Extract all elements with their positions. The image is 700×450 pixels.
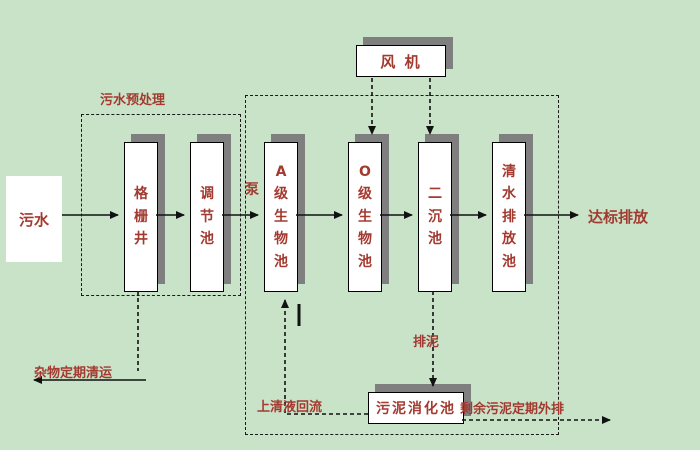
standard-discharge-label: 达标排放 xyxy=(588,208,649,226)
secondary-sedimentation-label: 二沉池 xyxy=(428,186,442,248)
debris-removal-label: 杂物定期清运 xyxy=(34,366,113,381)
sludge-out-label: 排泥 xyxy=(413,335,440,350)
pretreatment-dashed-region xyxy=(81,114,241,296)
regulation-tank: 调节池 xyxy=(190,142,224,292)
excess-sludge-label: 剩余污泥定期外排 xyxy=(460,402,565,417)
fan-label: 风 机 xyxy=(380,52,422,71)
sludge-digestion-label: 污泥消化池 xyxy=(376,401,456,417)
regulation-tank-label: 调节池 xyxy=(200,186,214,248)
o-level-bio-tank-label: O级生物池 xyxy=(358,164,372,270)
a-level-bio-tank: A级生物池 xyxy=(264,142,298,292)
clear-water-discharge-label: 清水排放池 xyxy=(502,164,516,270)
biological-treatment-dashed-region xyxy=(245,95,559,435)
fan-box: 风 机 xyxy=(356,45,446,77)
a-level-bio-tank-label: A级生物池 xyxy=(274,164,288,270)
grid-well-label: 格栅井 xyxy=(134,186,148,248)
pump-label: 泵 xyxy=(245,182,259,198)
pretreatment-label: 污水预处理 xyxy=(100,93,166,108)
sludge-digestion-tank: 污泥消化池 xyxy=(368,392,464,424)
clear-water-discharge-tank: 清水排放池 xyxy=(492,142,526,292)
grid-well-tank: 格栅井 xyxy=(124,142,158,292)
sewage-label: 污水 xyxy=(18,210,49,229)
o-level-bio-tank: O级生物池 xyxy=(348,142,382,292)
sewage-source-box: 污水 xyxy=(6,176,62,262)
secondary-sedimentation-tank: 二沉池 xyxy=(418,142,452,292)
supernatant-return-label: 上清液回流 xyxy=(257,400,323,415)
